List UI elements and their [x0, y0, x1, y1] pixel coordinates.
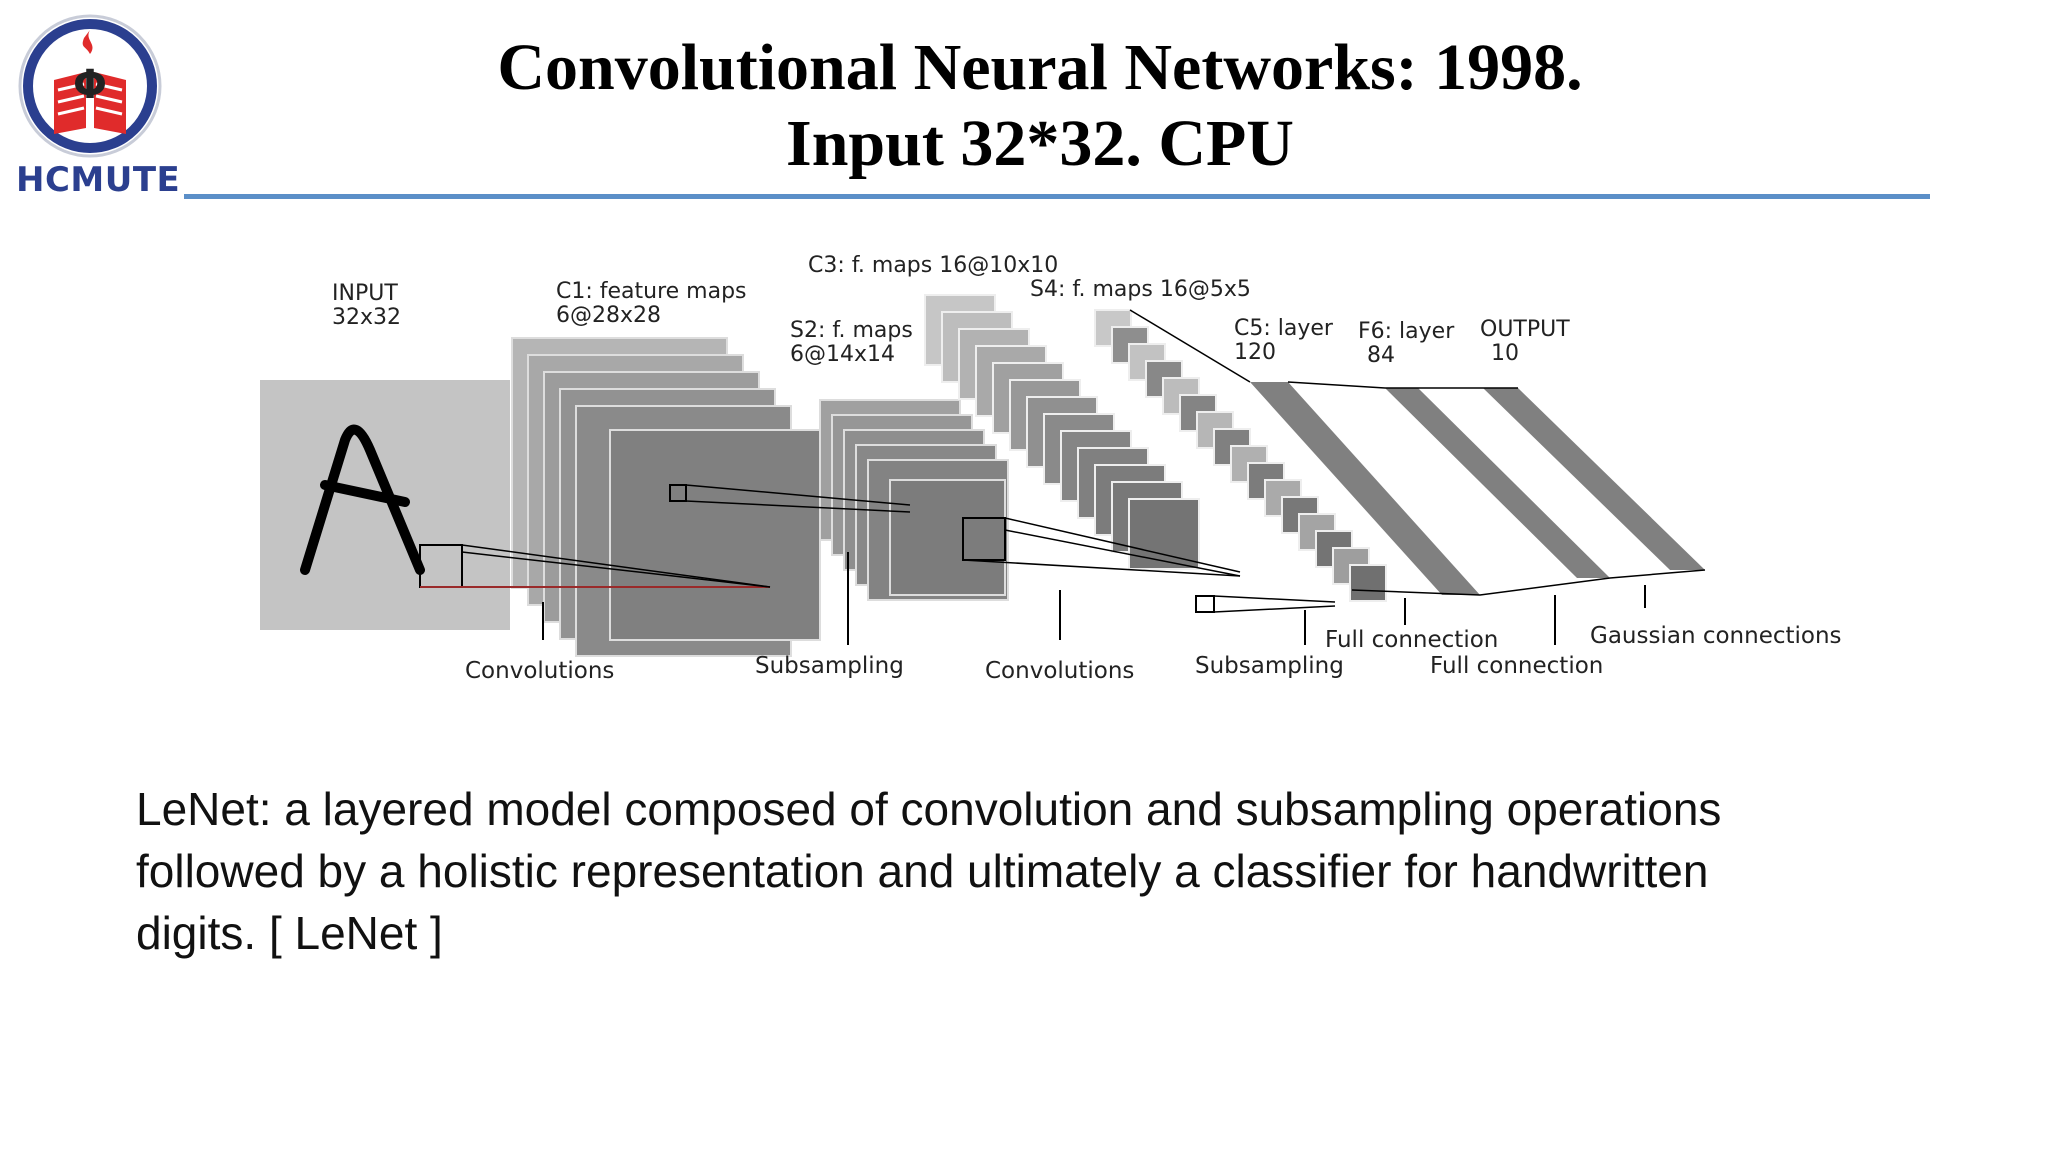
c5-dims: 120: [1234, 340, 1276, 365]
f6-dims: 84: [1367, 343, 1395, 368]
caption-line-2: followed by a holistic representation an…: [136, 845, 1709, 897]
op-full-connection-1: Full connection: [1325, 627, 1498, 653]
caption-line-3: digits. [ LeNet ]: [136, 907, 443, 959]
s2-feature-maps: [889, 479, 1006, 596]
c3-label: C3: f. maps 16@10x10: [808, 253, 1058, 278]
title-divider: [184, 194, 1930, 199]
op-subsampling-2: Subsampling: [1195, 653, 1344, 679]
s4-label: S4: f. maps 16@5x5: [1030, 277, 1251, 302]
f6-label: F6: layer: [1358, 319, 1455, 344]
output-label: OUTPUT: [1480, 317, 1570, 342]
input-dims: 32x32: [332, 305, 401, 330]
f6-layer: [1385, 388, 1610, 578]
op-convolutions-2: Convolutions: [985, 658, 1134, 684]
c1-feature-maps: [609, 429, 821, 641]
input-image: [260, 380, 510, 630]
c5-layer: [1250, 382, 1480, 595]
op-subsampling-1: Subsampling: [755, 653, 904, 679]
s2-label: S2: f. maps: [790, 318, 913, 343]
c1-dims: 6@28x28: [556, 303, 661, 328]
op-gaussian-connections: Gaussian connections: [1590, 623, 1842, 649]
input-label: INPUT: [332, 281, 398, 306]
caption-line-1: LeNet: a layered model composed of convo…: [136, 783, 1722, 835]
svg-text:Φ: Φ: [73, 62, 107, 108]
c5-label: C5: layer: [1234, 316, 1334, 341]
logo-text: HCMUTE: [16, 160, 181, 200]
university-logo: Φ: [14, 10, 174, 210]
handwritten-a-glyph: [300, 424, 425, 575]
output-layer: [1483, 388, 1705, 570]
op-full-connection-2: Full connection: [1430, 653, 1603, 679]
s4-feature-maps: [1094, 309, 1387, 602]
op-convolutions-1: Convolutions: [465, 658, 614, 684]
title-line-1: Convolutional Neural Networks: 1998.: [497, 31, 1583, 104]
logo-emblem-icon: Φ: [18, 14, 162, 158]
c3-feature-maps: [924, 294, 1200, 570]
title-line-2: Input 32*32. CPU: [786, 107, 1294, 180]
slide-caption: LeNet: a layered model composed of convo…: [136, 778, 1956, 964]
output-dims: 10: [1491, 341, 1519, 366]
s2-dims: 6@14x14: [790, 342, 895, 367]
slide-title: Convolutional Neural Networks: 1998. Inp…: [200, 30, 1880, 182]
lenet-architecture-diagram: INPUT 32x32 C1: feature maps 6@28x28 S2:…: [260, 253, 1842, 684]
c1-label: C1: feature maps: [556, 279, 747, 304]
